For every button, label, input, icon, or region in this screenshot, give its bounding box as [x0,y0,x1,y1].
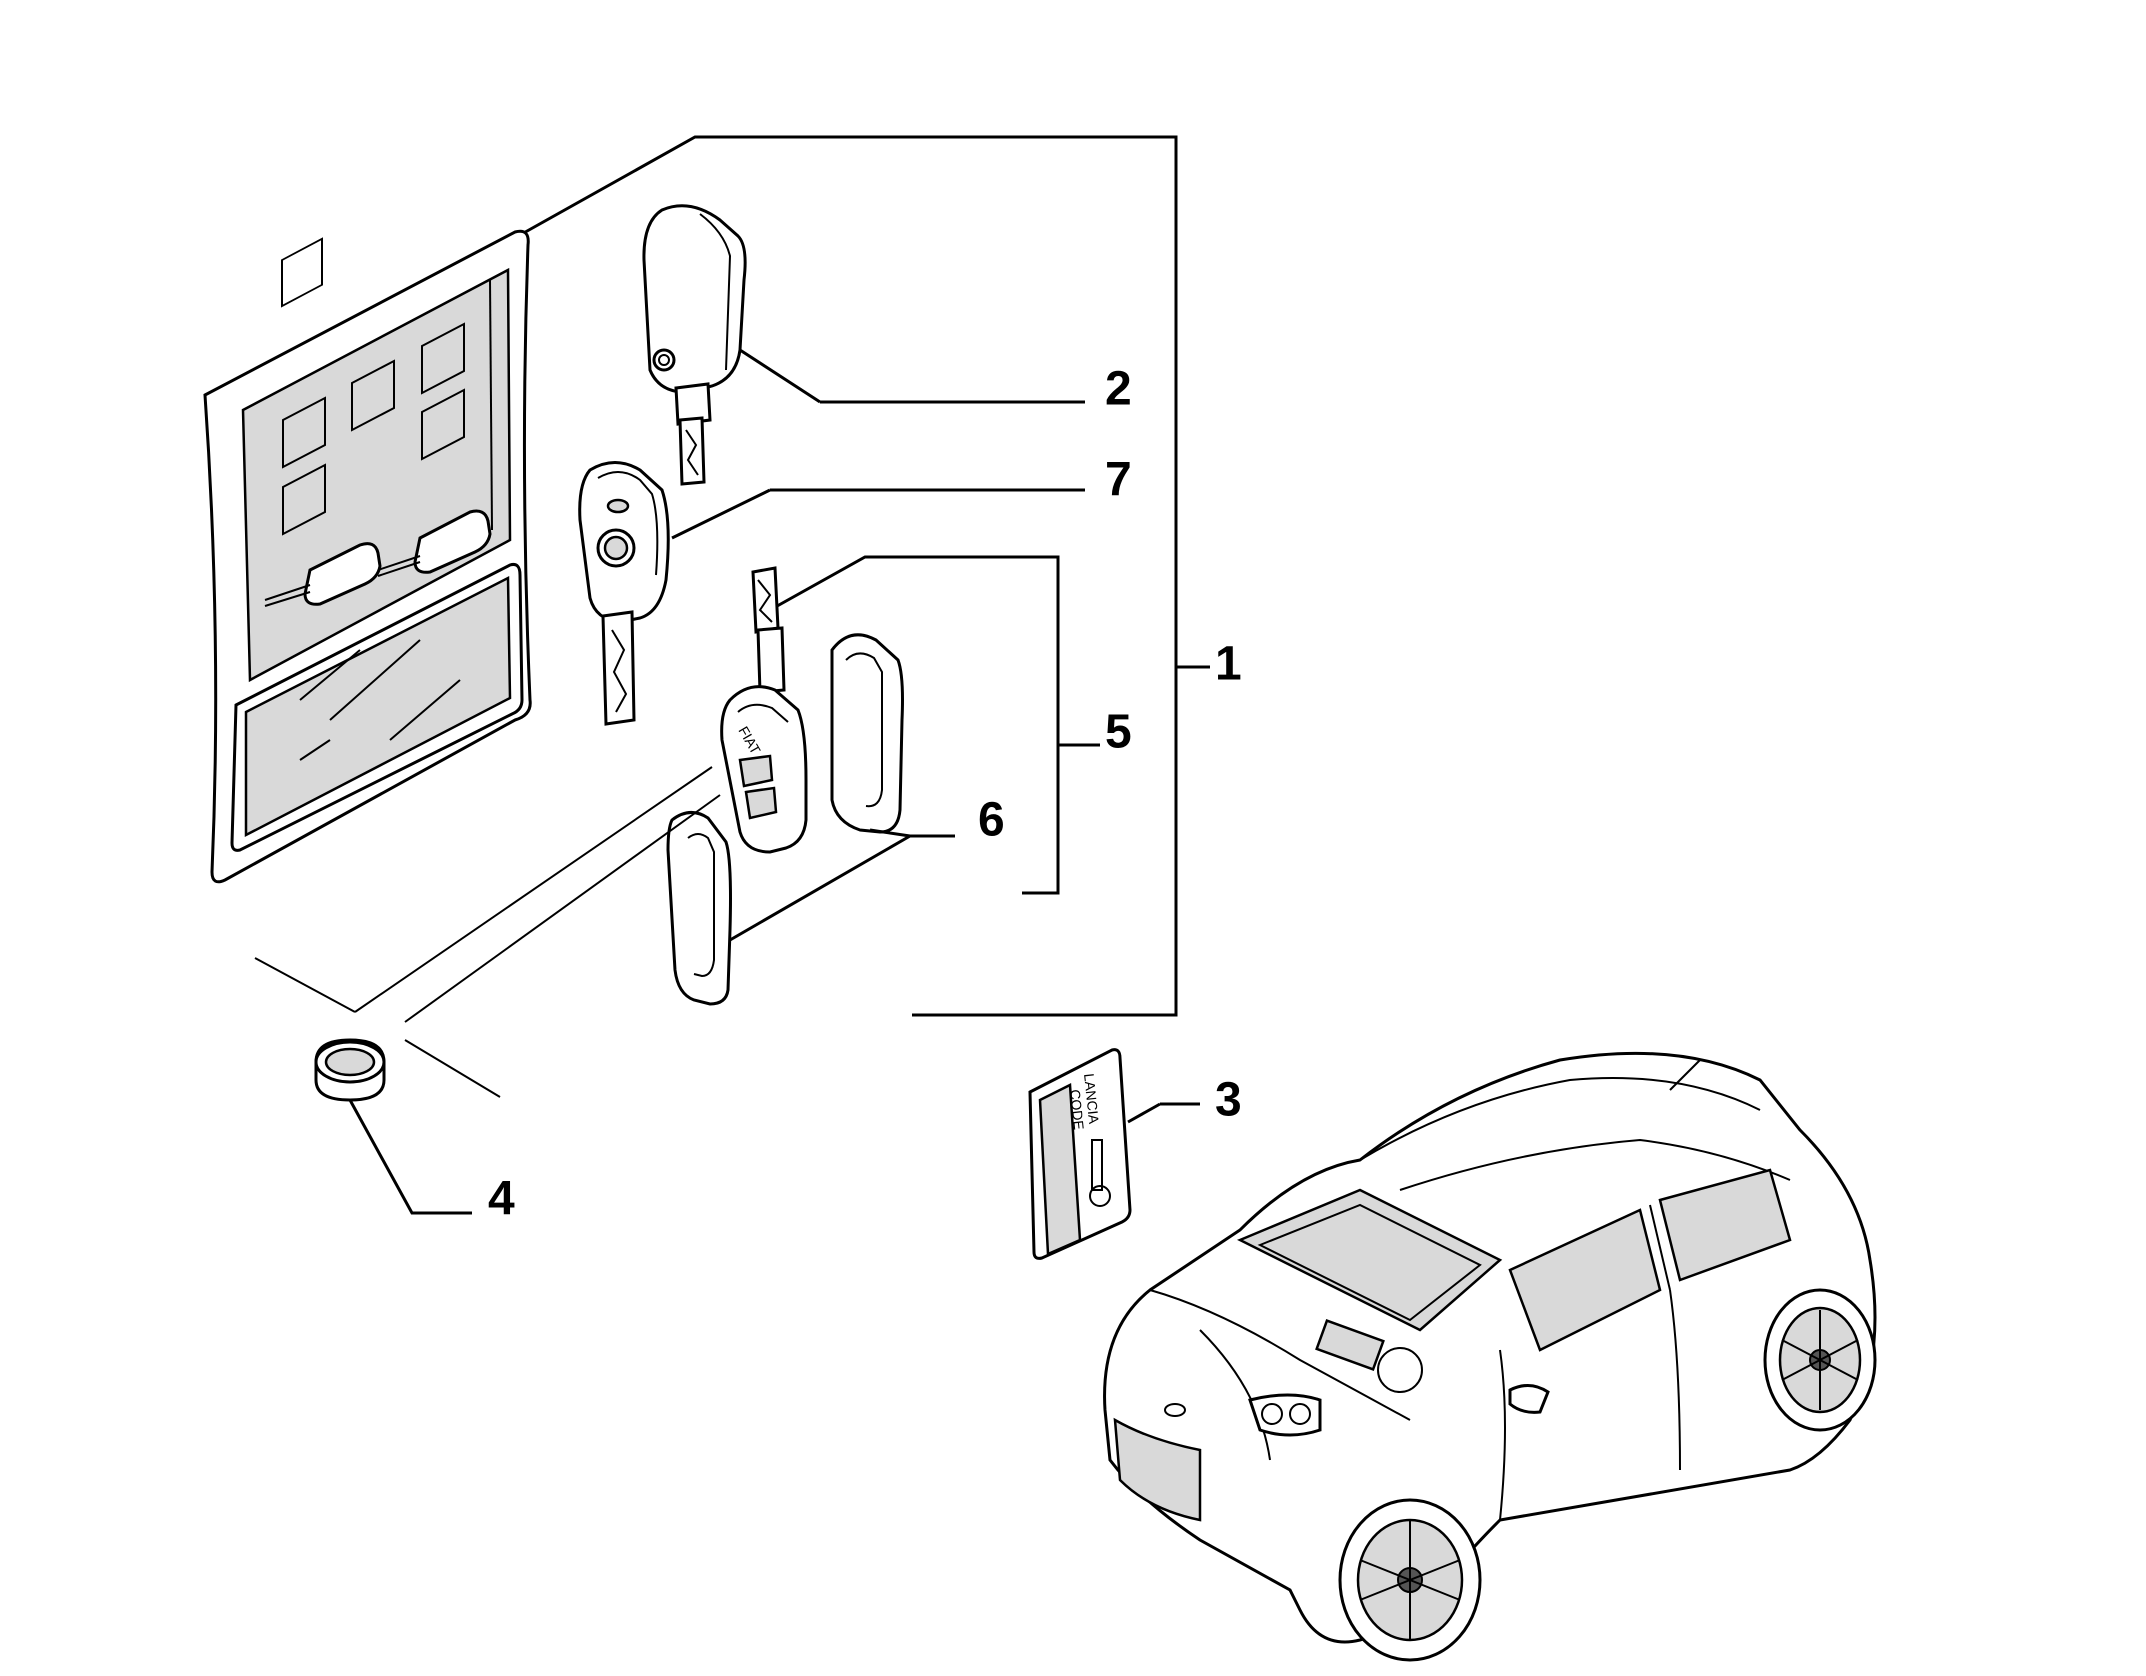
battery-cell [254,766,721,1215]
card-code-text: CODE [1067,1089,1087,1131]
callout-6: 6 [978,794,1005,847]
key-covers [666,633,955,1006]
car-illustration [1103,1051,1877,1662]
fixed-key [578,461,1085,726]
group-5-bracket [769,555,1100,895]
flip-key [642,204,1085,486]
callout-4: 4 [488,1173,515,1226]
callout-3: 3 [1215,1074,1242,1127]
callout-5: 5 [1105,706,1132,759]
callout-2: 2 [1105,363,1132,416]
remote-key: FIAT [720,566,808,854]
callout-labels: 1 2 3 4 5 6 7 [488,363,1242,1226]
code-card: LANCIA CODE [1028,1048,1200,1260]
callout-7: 7 [1105,454,1132,507]
key-blister-pack [203,229,532,884]
callout-1: 1 [1215,638,1242,691]
group-1-bracket [519,135,1210,1017]
card-brand-text: LANCIA [1081,1073,1102,1126]
